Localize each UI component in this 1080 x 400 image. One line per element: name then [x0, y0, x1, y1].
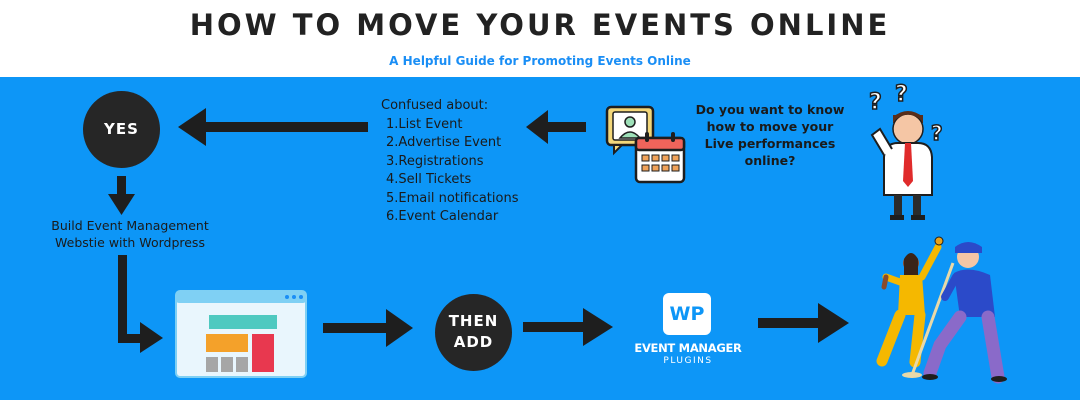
- wp-badge: WP: [663, 293, 711, 335]
- arrow-to-performers: [758, 303, 849, 343]
- question-line: online?: [744, 153, 796, 168]
- build-line: Webstie with Wordpress: [55, 235, 205, 250]
- confused-list: 1.List Event 2.Advertise Event 3.Registr…: [381, 116, 601, 227]
- svg-text:?: ?: [931, 121, 943, 145]
- yes-circle: YES: [83, 91, 160, 168]
- question-line: Live performances: [704, 136, 836, 151]
- performers-icon: [876, 236, 1007, 384]
- arrow-to-plugin: [523, 308, 613, 346]
- arrow-elbow-to-website: [118, 255, 163, 353]
- diagram-graphics: ? ? ?: [108, 81, 1007, 384]
- confused-person-icon: ? ? ?: [868, 81, 943, 220]
- wp-event-manager-logo: WP EVENT MANAGER PLUGINS: [633, 287, 743, 377]
- add-label: ADD: [453, 333, 494, 351]
- build-line: Build Event Management: [51, 218, 209, 233]
- diagram-canvas: ? ? ?: [0, 77, 1080, 400]
- question-line: Do you want to know: [695, 102, 845, 117]
- svg-text:?: ?: [869, 90, 882, 115]
- list-item: 2.Advertise Event: [386, 135, 502, 150]
- video-call-icon: [605, 105, 655, 156]
- list-item: 4.Sell Tickets: [386, 172, 472, 187]
- arrow-to-then-add: [323, 309, 413, 347]
- confused-title: Confused about:: [381, 98, 489, 113]
- svg-text:?: ?: [895, 82, 908, 107]
- header: HOW TO MOVE YOUR EVENTS ONLINE A Helpful…: [0, 0, 1080, 77]
- confused-about-block: Confused about: 1.List Event 2.Advertise…: [381, 97, 601, 227]
- then-add-circle: THEN ADD: [435, 294, 512, 371]
- then-label: THEN: [448, 312, 499, 330]
- list-item: 6.Event Calendar: [386, 209, 499, 224]
- calendar-icon: [634, 132, 686, 184]
- list-item: 5.Email notifications: [386, 190, 519, 206]
- question-line: how to move your: [706, 119, 834, 134]
- website-layout-icon: [175, 290, 307, 378]
- page-subtitle: A Helpful Guide for Promoting Events Onl…: [389, 54, 691, 68]
- page-title: HOW TO MOVE YOUR EVENTS ONLINE: [189, 8, 891, 42]
- plugin-name: EVENT MANAGER: [634, 341, 742, 355]
- wp-badge-text: WP: [669, 303, 705, 325]
- build-website-text: Build Event Management Webstie with Word…: [30, 217, 230, 251]
- list-item: 3.Registrations: [386, 153, 484, 169]
- arrow-to-confused: [526, 110, 586, 144]
- plugin-sub: PLUGINS: [663, 356, 713, 366]
- question-text: Do you want to know how to move your Liv…: [680, 101, 860, 169]
- arrow-to-yes: [178, 108, 368, 146]
- list-item: 1.List Event: [386, 116, 463, 132]
- arrow-yes-down: [108, 176, 135, 215]
